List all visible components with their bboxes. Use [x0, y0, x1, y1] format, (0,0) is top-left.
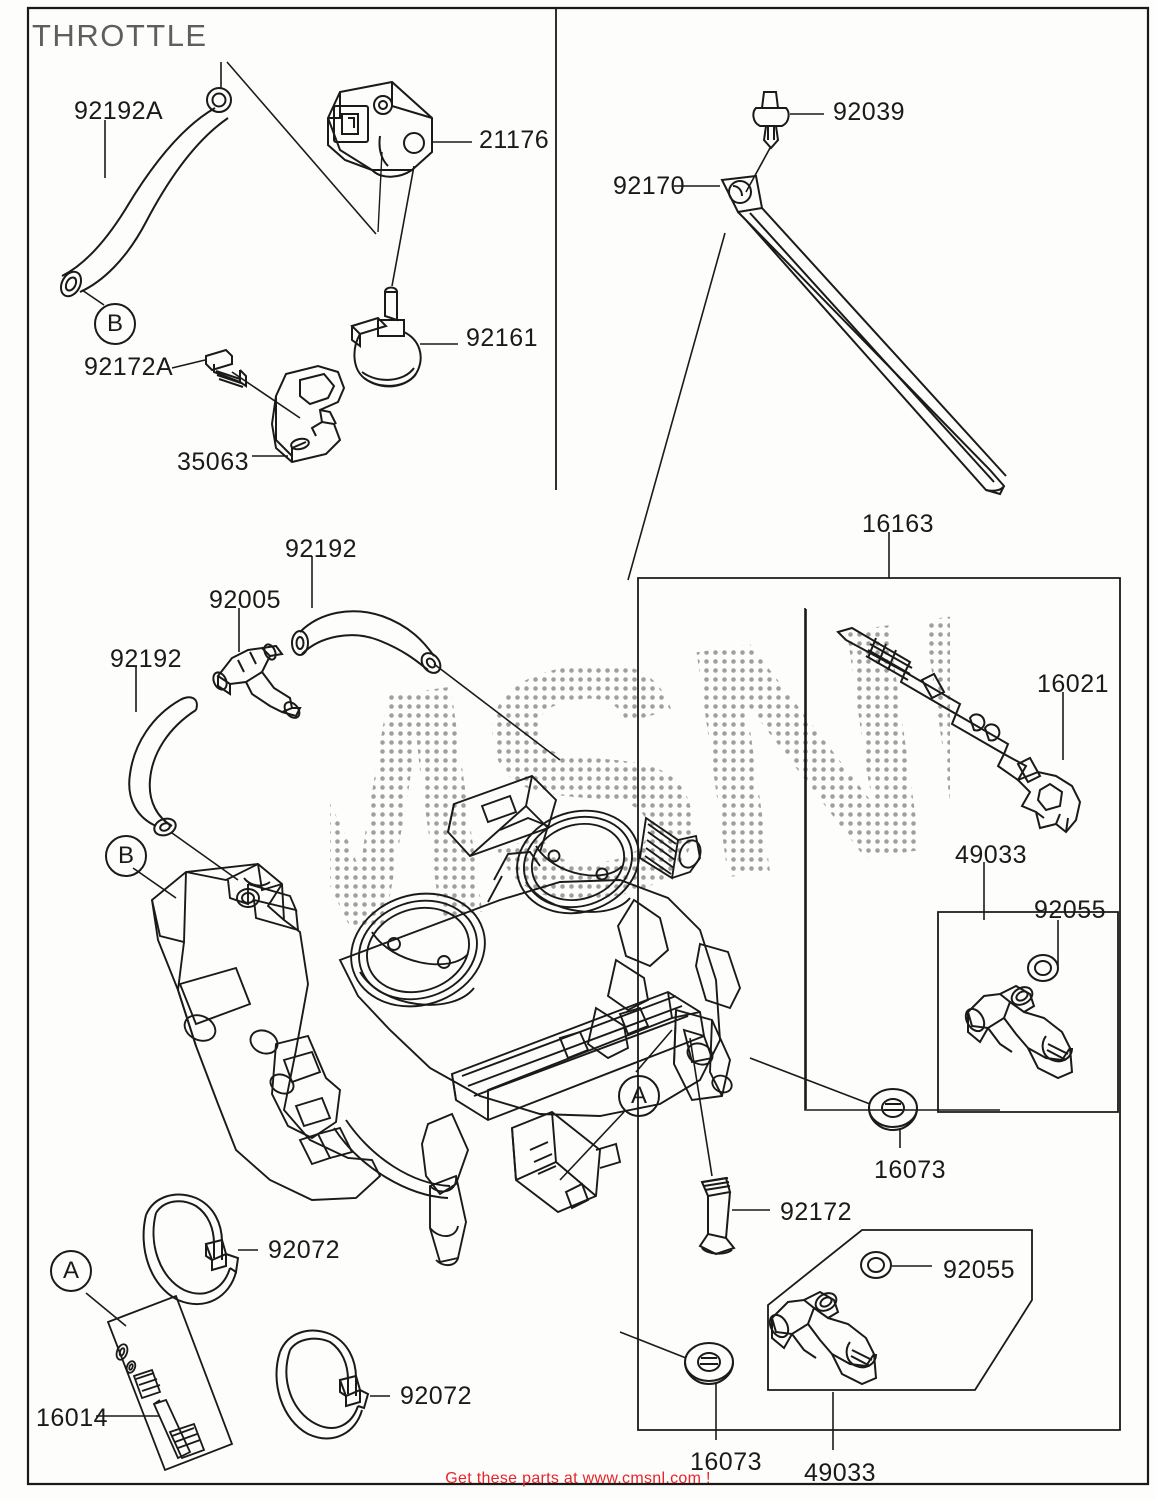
part-label-35063: 35063 — [177, 448, 250, 476]
part-label-92055-top: 92055 — [1034, 896, 1107, 924]
region-16163-group — [637, 577, 1121, 1431]
part-92072-lower-tie — [275, 1329, 370, 1440]
part-label-92172a: 92172A — [84, 353, 174, 381]
watermark-cmsnl — [330, 524, 950, 1040]
leader-92170 — [627, 185, 726, 581]
callout-a-detail: A — [50, 1250, 92, 1292]
leader-92172a — [171, 359, 301, 419]
part-92192-left-hose — [128, 696, 198, 837]
part-49033-lower-injector — [768, 1290, 878, 1386]
leader-92192-top — [311, 556, 561, 761]
footer-attribution: Get these parts at www.cmsnl.com ! — [445, 1470, 711, 1487]
part-92172-bolt — [698, 1176, 736, 1256]
leader-callout-b-mid — [132, 867, 177, 899]
part-label-92170: 92170 — [613, 172, 686, 200]
region-49033-lower — [767, 1229, 1033, 1391]
part-92055-lower-oring — [860, 1251, 892, 1279]
part-throttle-body-assembly — [150, 774, 742, 1266]
part-92170-band — [720, 174, 1007, 496]
part-label-92005: 92005 — [209, 586, 282, 614]
part-92055-upper-oring — [1027, 954, 1059, 982]
part-label-49033-top: 49033 — [955, 841, 1028, 869]
part-16014-kit — [115, 1343, 206, 1460]
part-21176-sensor — [326, 80, 433, 178]
part-label-92192a: 92192A — [74, 97, 164, 125]
part-92072-upper-tie — [142, 1193, 240, 1305]
part-49033-upper-injector — [964, 984, 1074, 1080]
diagram-title: THROTTLE — [32, 18, 208, 53]
part-92005-tee — [212, 643, 302, 719]
part-label-16073-bot: 16073 — [690, 1448, 763, 1476]
part-35063-bracket — [270, 364, 346, 464]
part-label-21176: 21176 — [479, 126, 550, 154]
part-92161-valve — [350, 286, 422, 388]
part-label-92172: 92172 — [780, 1198, 853, 1226]
leader-16073-lower — [619, 1331, 717, 1440]
part-label-92039: 92039 — [833, 98, 906, 126]
part-16073-lower-grommet — [684, 1342, 734, 1386]
part-label-16021: 16021 — [1037, 670, 1110, 698]
region-16163-inner-bracket — [805, 609, 807, 1109]
part-label-92072-top: 92072 — [268, 1236, 341, 1264]
part-label-16014: 16014 — [36, 1404, 109, 1432]
part-label-49033-bot: 49033 — [804, 1459, 877, 1487]
part-16073-upper-grommet — [868, 1088, 918, 1132]
leader-21176-branch — [377, 151, 383, 233]
region-49033-upper — [937, 911, 1119, 1113]
part-label-92192-left: 92192 — [110, 645, 183, 673]
part-label-16163: 16163 — [862, 510, 935, 538]
callout-b-top: B — [94, 303, 136, 345]
part-92192-top-hose — [291, 610, 442, 674]
part-92039-clip — [752, 91, 790, 150]
leader-92192-left — [135, 666, 239, 881]
leader-92192a — [81, 120, 106, 306]
part-16021-cable — [836, 626, 1082, 834]
region-throttle-subpanel — [555, 8, 557, 490]
leader-92039 — [745, 113, 824, 193]
leader-21176 — [220, 61, 472, 235]
leader-92161 — [391, 165, 458, 345]
region-outer-frame — [26, 6, 1150, 1486]
part-label-92161: 92161 — [466, 324, 539, 352]
part-92172a-bolt — [205, 348, 247, 388]
leader-callout-a-detail — [85, 1292, 127, 1327]
part-92192a-hose — [59, 87, 232, 298]
part-label-16073-top: 16073 — [874, 1156, 947, 1184]
region-16014-detail-a — [106, 1294, 234, 1472]
leader-16073-upper — [749, 1057, 901, 1148]
part-label-92192-top: 92192 — [285, 535, 358, 563]
callout-a-main: A — [618, 1075, 660, 1117]
leader-callout-a-main — [559, 1029, 673, 1181]
callout-b-mid: B — [105, 835, 147, 877]
part-label-92055-bot: 92055 — [943, 1256, 1016, 1284]
part-label-92072-bot: 92072 — [400, 1382, 473, 1410]
